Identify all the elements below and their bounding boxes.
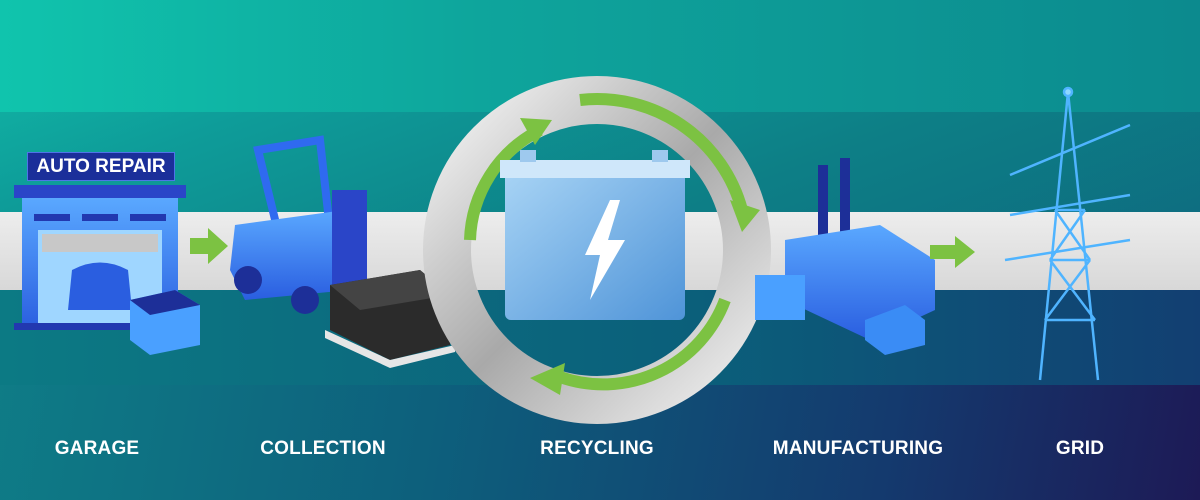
factory-icon bbox=[755, 158, 935, 355]
step-label-recycling: RECYCLING bbox=[540, 438, 654, 459]
step-label-grid: GRID bbox=[1055, 438, 1105, 459]
forklift-icon bbox=[230, 135, 455, 368]
step-label-collection: COLLECTION bbox=[260, 438, 386, 459]
lightning-icon bbox=[585, 200, 625, 300]
cycle-arrow-icon bbox=[464, 124, 543, 241]
recycling-ring bbox=[423, 76, 771, 424]
arrow-icon bbox=[190, 228, 228, 264]
step-label-garage: GARAGE bbox=[54, 438, 140, 459]
arrow-icon bbox=[930, 236, 975, 268]
battery-icon bbox=[500, 150, 690, 320]
step-label-manufacturing: MANUFACTURING bbox=[772, 438, 944, 459]
garage-icon bbox=[14, 185, 200, 355]
auto-repair-sign: AUTO REPAIR bbox=[27, 152, 175, 181]
power-tower-icon bbox=[1004, 86, 1131, 381]
